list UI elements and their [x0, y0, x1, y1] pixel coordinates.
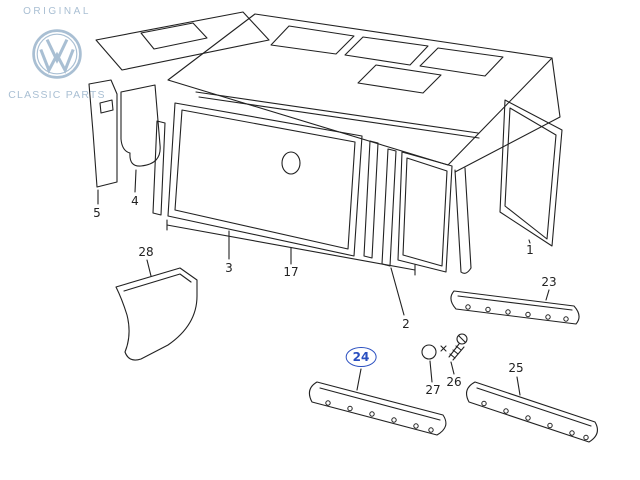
- screw-26: [448, 333, 468, 361]
- part-label-5: 5: [93, 206, 101, 220]
- roof-front-panel: [95, 11, 270, 71]
- part-label-4: 4: [131, 194, 139, 208]
- sill-strip-24: [308, 381, 447, 436]
- washer-27: [421, 344, 447, 360]
- part-label-1: 1: [526, 243, 534, 257]
- part-label-23: 23: [541, 275, 557, 289]
- callout-leader-lines: [97, 169, 550, 396]
- part-label-3: 3: [225, 261, 233, 275]
- sill-strip-23: [450, 290, 580, 325]
- part-label-26: 26: [446, 375, 462, 389]
- watermark-classic-parts-text: CLASSIC PARTS: [8, 89, 106, 101]
- part-label-17: 17: [283, 265, 299, 279]
- watermark-original-text: ORIGINAL: [23, 6, 91, 17]
- sill-strip-25: [466, 381, 598, 443]
- side-panel-2: [397, 151, 453, 273]
- part-label-28: 28: [138, 245, 154, 259]
- part-label-2: 2: [402, 317, 410, 331]
- part-label-25: 25: [508, 361, 524, 375]
- watermark: ORIGINAL CLASSIC PARTS: [4, 6, 110, 101]
- corner-trim-28: [115, 267, 198, 361]
- part-label-27: 27: [425, 383, 441, 397]
- part-label-24: 24: [345, 347, 377, 367]
- front-headliner-panel: [167, 102, 363, 257]
- left-bracket-4: [120, 84, 161, 167]
- vw-roundel-logo-icon: [32, 29, 82, 79]
- side-panel-1: [499, 99, 563, 247]
- right-body-frame: [454, 57, 561, 274]
- left-bracket-5: [88, 79, 118, 188]
